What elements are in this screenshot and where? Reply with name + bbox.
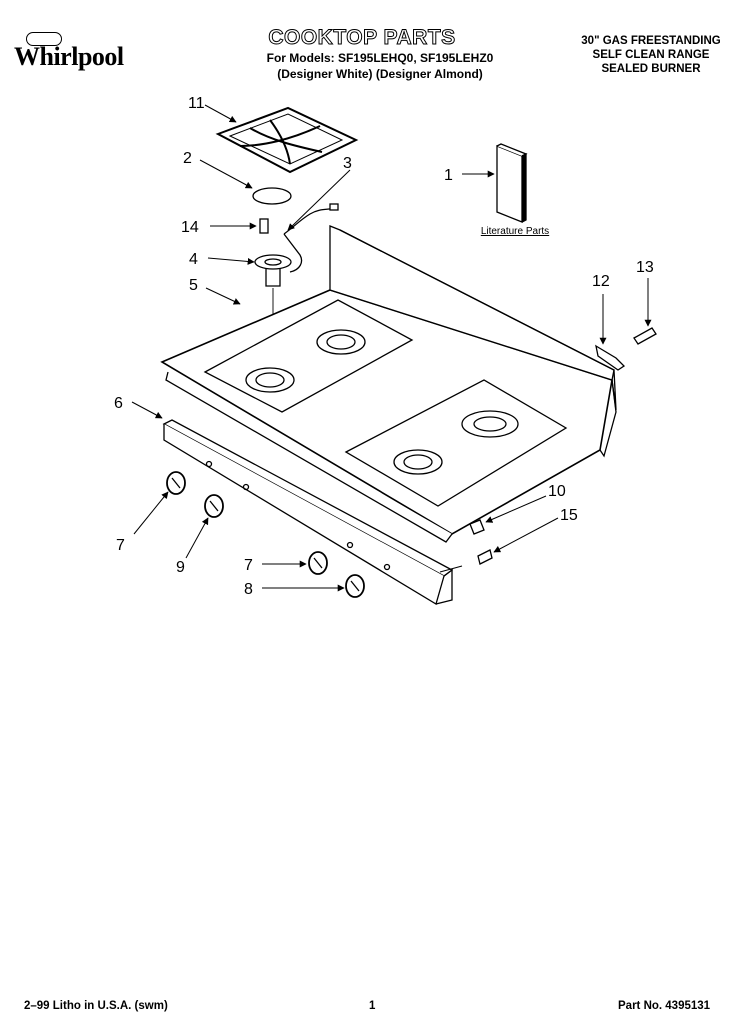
mounting-screw [633,327,657,345]
control-knob [204,494,224,518]
spec-line-2: SELF CLEAN RANGE [592,49,710,61]
page-number: 1 [369,1000,376,1012]
callout-2: 2 [183,150,192,167]
callout-3: 3 [343,155,352,172]
part-number: Part No. 4395131 [618,1000,711,1012]
product-spec: 30" GAS FREESTANDING SELF CLEAN RANGE SE… [560,34,742,76]
callout-13: 13 [636,259,654,276]
screw [477,549,493,565]
igniter-wire [283,207,337,235]
whirlpool-logo: Whirlpool [14,32,154,76]
control-knob [166,471,186,495]
orifice-spud [259,218,269,234]
litho-note: 2–99 Litho in U.S.A. (swm) [24,1000,168,1012]
brand-name: Whirlpool [14,42,124,71]
burner-cap [252,187,292,205]
literature-parts-label: Literature Parts [480,226,550,237]
callout-8: 8 [244,581,253,598]
callout-1: 1 [444,167,453,184]
callout-10: 10 [548,483,566,500]
callout-6: 6 [114,395,123,412]
control-knob [308,551,328,575]
burner-base [254,254,292,287]
callout-7: 7 [116,537,125,554]
callout-7: 7 [244,557,253,574]
callout-15: 15 [560,507,578,524]
callout-4: 4 [189,251,198,268]
page-title: COOKTOP PARTS [268,26,456,50]
callout-12: 12 [592,273,610,290]
spec-line-3: SEALED BURNER [601,63,701,75]
models-line-2: (Designer White) (Designer Almond) [277,67,483,81]
callout-leaders [131,104,652,592]
literature-parts [496,143,528,223]
cooktop-panel [160,225,617,543]
callout-numbers: 11 2 3 14 4 5 6 7 9 7 8 1 12 13 10 15 [114,95,654,598]
hinge-bracket [595,344,626,371]
retaining-clip [469,519,485,535]
models-line-1: For Models: SF195LEHQ0, SF195LEHZ0 [266,51,494,65]
model-numbers: For Models: SF195LEHQ0, SF195LEHZ0 (Desi… [230,50,530,82]
burner-grate [215,106,359,174]
callout-9: 9 [176,559,185,576]
callout-5: 5 [189,277,198,294]
callout-14: 14 [181,219,199,236]
logo-badge-icon [26,32,62,46]
control-panel [162,419,454,605]
callout-11: 11 [188,95,205,112]
spec-line-1: 30" GAS FREESTANDING [581,35,721,47]
control-knob [345,574,365,598]
